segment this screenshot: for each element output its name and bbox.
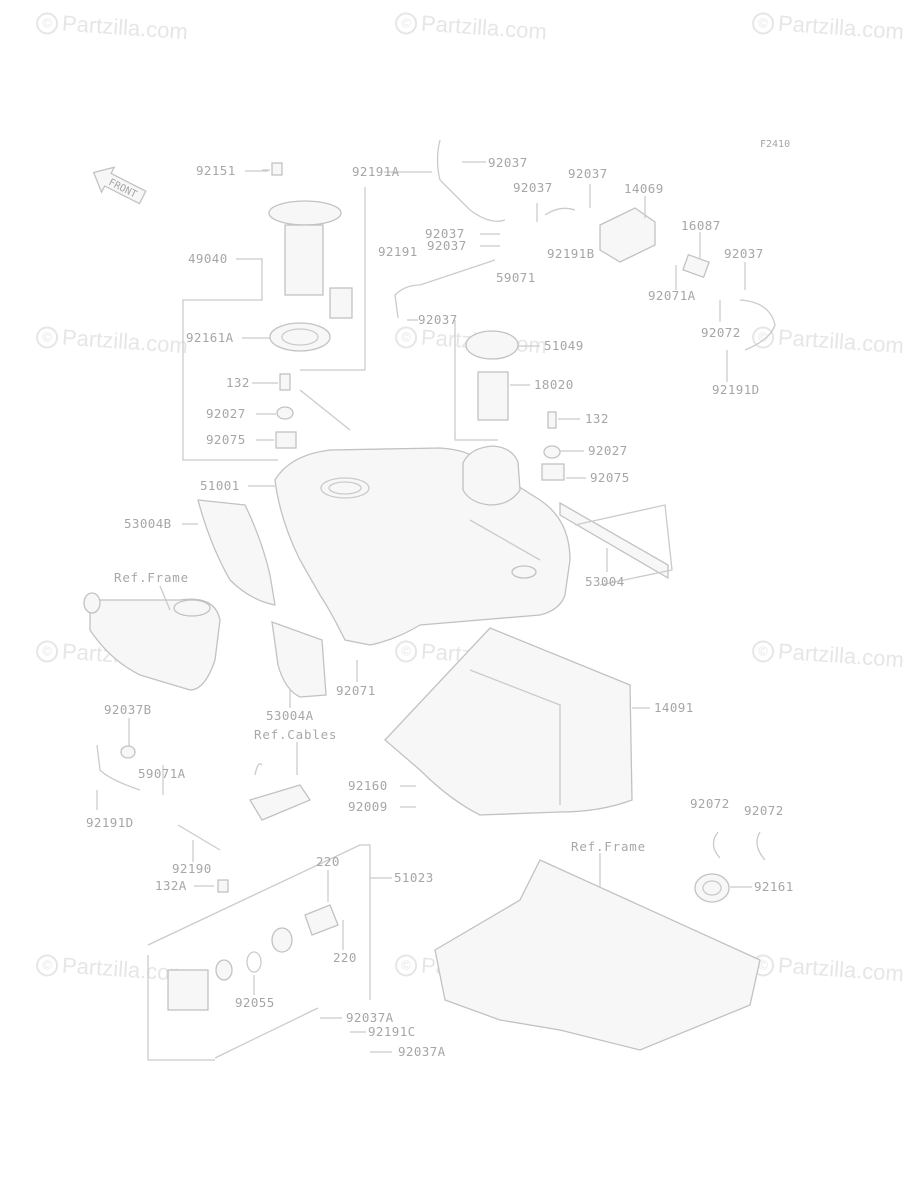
label-92037: 92037 <box>568 166 608 181</box>
label-92037: 92037 <box>427 238 467 253</box>
label-92037a: 92037A <box>398 1044 446 1059</box>
label-92009: 92009 <box>348 799 388 814</box>
label-49040: 49040 <box>188 251 228 266</box>
leader-lines <box>96 161 752 1053</box>
label-92072: 92072 <box>690 796 730 811</box>
label-14069: 14069 <box>624 181 664 196</box>
label-92037: 92037 <box>724 246 764 261</box>
label-92075: 92075 <box>590 470 630 485</box>
label-51001: 51001 <box>200 478 240 493</box>
label-92151: 92151 <box>196 163 236 178</box>
label-220: 220 <box>316 854 340 869</box>
label-92072: 92072 <box>701 325 741 340</box>
label-59071a: 59071A <box>138 766 186 781</box>
label-92037: 92037 <box>513 180 553 195</box>
label-92191d: 92191D <box>712 382 760 397</box>
fuel-pump-drawing <box>268 162 353 449</box>
label-92037b: 92037B <box>104 702 152 717</box>
label-14091: 14091 <box>654 700 694 715</box>
label-92161: 92161 <box>754 879 794 894</box>
label-92055: 92055 <box>235 995 275 1010</box>
label-92037: 92037 <box>425 226 465 241</box>
label-53004a: 53004A <box>266 708 314 723</box>
fuel-line-drawing <box>394 139 776 351</box>
label-92190: 92190 <box>172 861 212 876</box>
label-92037: 92037 <box>488 155 528 170</box>
label-92071a: 92071A <box>648 288 696 303</box>
label-18020: 18020 <box>534 377 574 392</box>
pad-53004b-drawing <box>197 499 276 606</box>
front-arrow-icon: FRONT <box>92 166 147 205</box>
frame-bracket-drawing <box>89 598 221 691</box>
label-132a: 132A <box>155 878 187 893</box>
label-92027: 92027 <box>588 443 628 458</box>
strainer-drawing <box>477 371 509 421</box>
label-59071: 59071 <box>496 270 536 285</box>
label-132: 132 <box>585 411 609 426</box>
label-92191: 92191 <box>378 244 418 259</box>
label-53004b: 53004B <box>124 516 172 531</box>
label-92037a: 92037A <box>346 1010 394 1025</box>
label-132: 132 <box>226 375 250 390</box>
fuel-cock-body-drawing <box>167 969 209 1011</box>
label-92037: 92037 <box>418 312 458 327</box>
label-51049: 51049 <box>544 338 584 353</box>
label-92027: 92027 <box>206 406 246 421</box>
label-92075: 92075 <box>206 432 246 447</box>
fuel-tank-drawing <box>274 445 571 646</box>
label-92191a: 92191A <box>352 164 400 179</box>
label-ref-frame: Ref.Frame <box>114 570 189 585</box>
label-53004: 53004 <box>585 574 625 589</box>
label-92191d: 92191D <box>86 815 134 830</box>
figure-code: F2410 <box>760 139 790 150</box>
label-51023: 51023 <box>394 870 434 885</box>
label-220: 220 <box>333 950 357 965</box>
label-92071: 92071 <box>336 683 376 698</box>
label-92072: 92072 <box>744 803 784 818</box>
pad-53004-drawing <box>559 501 669 580</box>
label-92161a: 92161A <box>186 330 234 345</box>
pad-53004a-drawing <box>271 621 327 698</box>
frame-drawing <box>434 859 761 1051</box>
skid-plate-drawing <box>384 627 633 816</box>
label-16087: 16087 <box>681 218 721 233</box>
label-92160: 92160 <box>348 778 388 793</box>
label-92191c: 92191C <box>368 1024 416 1039</box>
label-ref-cables: Ref.Cables <box>254 727 337 742</box>
label-92191b: 92191B <box>547 246 595 261</box>
fuel-cap-drawing <box>465 330 519 360</box>
fuel-cock-drawing <box>249 784 311 821</box>
label-ref-frame: Ref.Frame <box>571 839 646 854</box>
